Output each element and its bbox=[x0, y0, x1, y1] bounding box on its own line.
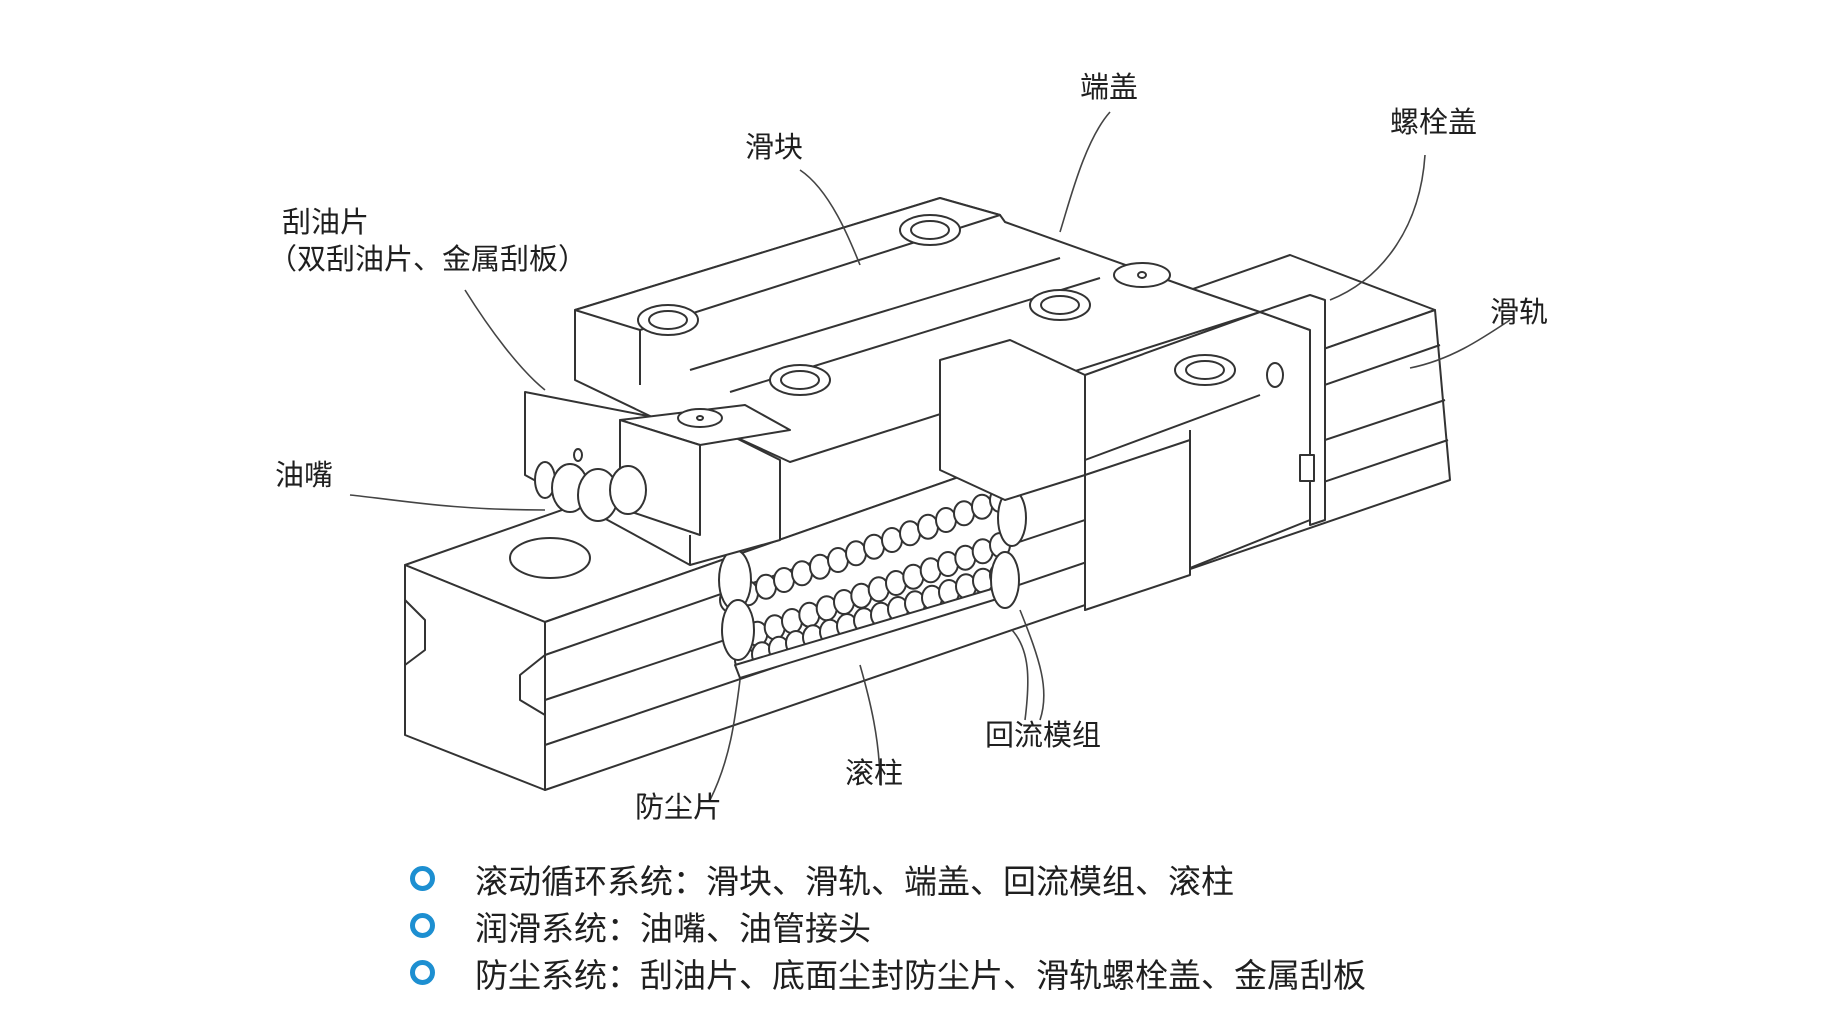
scraper-seal bbox=[524, 391, 791, 566]
roller bbox=[863, 533, 885, 560]
legend-text: 润滑系统：油嘴、油管接头 bbox=[475, 908, 871, 948]
label-slider: 滑块 bbox=[745, 130, 804, 164]
roller bbox=[791, 560, 813, 587]
roller bbox=[827, 547, 849, 573]
label-return-module: 回流模组 bbox=[985, 718, 1102, 752]
roller bbox=[755, 573, 777, 600]
roller bbox=[971, 493, 993, 520]
roller bbox=[899, 520, 921, 547]
legend: 滚动循环系统：滑块、滑轨、端盖、回流模组、滚柱 润滑系统：油嘴、油管接头 防尘系… bbox=[410, 855, 1366, 996]
roller bbox=[773, 567, 795, 593]
grease-nipple bbox=[534, 448, 647, 522]
roller-loop bbox=[721, 599, 755, 661]
label-scraper-line1: 刮油片 bbox=[282, 205, 370, 239]
circle-bullet-icon bbox=[410, 960, 435, 985]
roller bbox=[917, 513, 939, 540]
label-scraper-line2: （双刮油片、金属刮板） bbox=[268, 242, 588, 276]
label-roller: 滚柱 bbox=[845, 756, 904, 790]
circle-bullet-icon bbox=[410, 913, 435, 938]
leader-lines bbox=[349, 111, 1511, 801]
legend-item: 润滑系统：油嘴、油管接头 bbox=[410, 902, 1366, 949]
label-end-cap: 端盖 bbox=[1080, 70, 1139, 104]
circle-bullet-icon bbox=[410, 866, 435, 891]
roller-rows bbox=[718, 487, 1011, 673]
legend-item: 防尘系统：刮油片、底面尘封防尘片、滑轨螺栓盖、金属刮板 bbox=[410, 949, 1366, 996]
label-rail: 滑轨 bbox=[1490, 295, 1549, 329]
roller bbox=[845, 540, 867, 567]
label-grease-nipple: 油嘴 bbox=[275, 458, 334, 492]
legend-item: 滚动循环系统：滑块、滑轨、端盖、回流模组、滚柱 bbox=[410, 855, 1366, 902]
roller bbox=[953, 500, 975, 527]
roller bbox=[935, 507, 957, 533]
label-bolt-cap: 螺栓盖 bbox=[1390, 105, 1478, 139]
slider-block bbox=[574, 197, 1326, 611]
legend-text: 滚动循环系统：滑块、滑轨、端盖、回流模组、滚柱 bbox=[475, 861, 1234, 901]
roller bbox=[809, 553, 831, 580]
roller bbox=[881, 527, 903, 553]
legend-text: 防尘系统：刮油片、底面尘封防尘片、滑轨螺栓盖、金属刮板 bbox=[475, 955, 1366, 995]
label-dust-strip: 防尘片 bbox=[635, 790, 723, 824]
